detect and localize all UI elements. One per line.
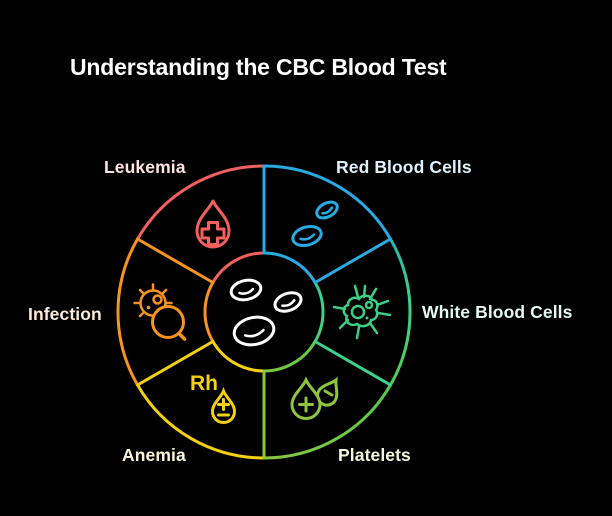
segment-infection (116, 237, 215, 387)
red-blood-cells-cluster-icon (229, 278, 303, 347)
red-blood-cells-icon (291, 200, 339, 248)
segment-label-red-blood-cells: Red Blood Cells (336, 157, 472, 177)
bacteria-magnifier-icon (133, 283, 187, 341)
segment-anemia (136, 340, 266, 460)
segment-label-white-blood-cells: White Blood Cells (422, 302, 573, 322)
segment-label-leukemia: Leukemia (104, 157, 186, 177)
segment-white-blood-cells (313, 237, 412, 387)
segment-label-platelets: Platelets (338, 445, 411, 465)
rh-label: Rh (190, 372, 218, 395)
segment-dividers (136, 164, 392, 460)
rh-blood-drop-icon: Rh (190, 372, 237, 424)
segment-label-infection: Infection (28, 304, 102, 324)
segment-platelets (262, 340, 392, 460)
blood-drop-cross-icon (195, 199, 231, 249)
segment-leukemia (136, 164, 266, 284)
segment-red-blood-cells (262, 164, 392, 284)
segment-label-anemia: Anemia (122, 445, 186, 465)
page-title: Understanding the CBC Blood Test (70, 54, 447, 80)
platelet-drops-icon (290, 376, 339, 420)
white-blood-cell-icon (332, 284, 392, 340)
